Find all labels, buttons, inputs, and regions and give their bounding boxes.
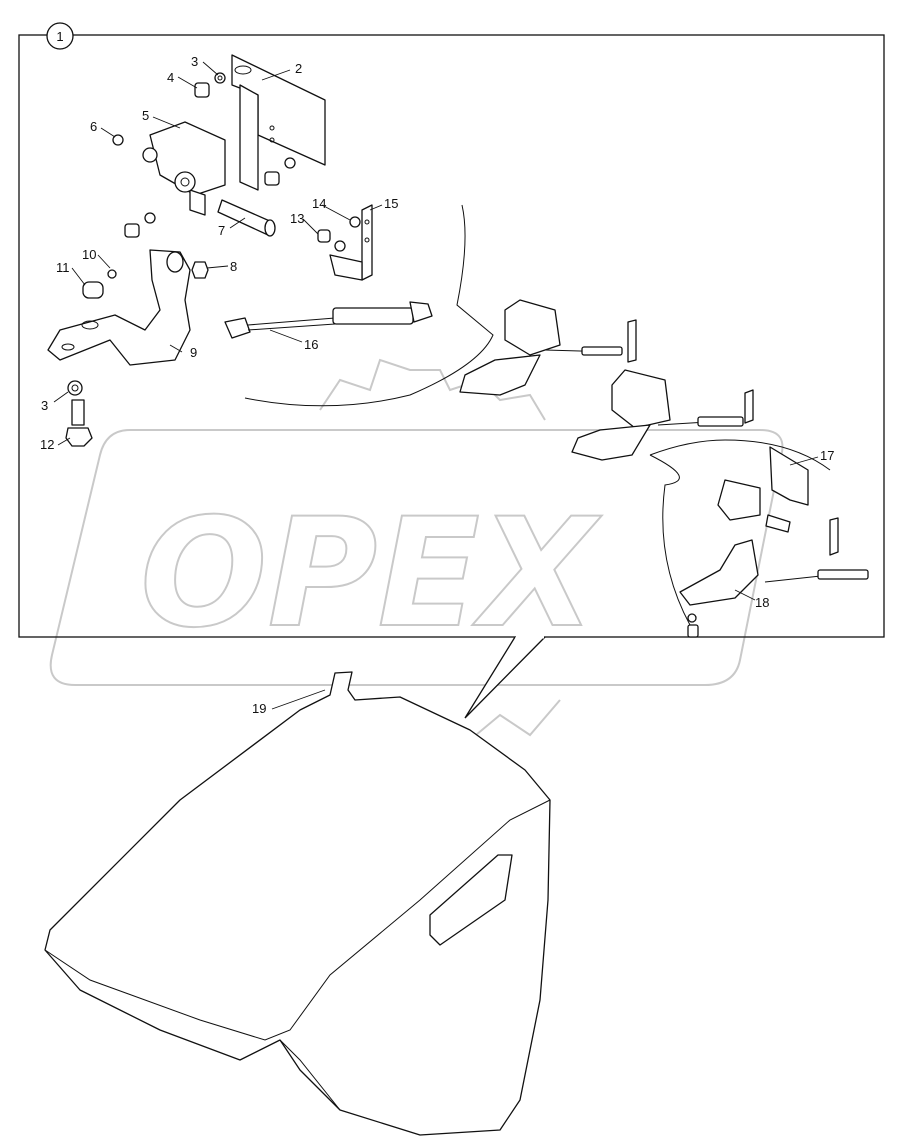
hinge-bracket [142,121,226,216]
callout-2: 2 [295,61,302,76]
hinge-assembly-detail [679,446,869,638]
hinge-arm [47,249,191,366]
callout-13: 13 [290,211,304,226]
detail-bubble-right [649,439,831,626]
callout-5: 5 [142,108,149,123]
group-badge-label: 1 [56,29,63,44]
hood-panel [44,671,551,1136]
callout-19: 19 [252,701,266,716]
group-pointer [464,636,546,719]
callout-12: 12 [40,437,54,452]
callout-14: 14 [312,196,326,211]
callout-3-lower: 3 [41,398,48,413]
strut-bracket [329,204,373,281]
detail-bubble-arc [244,204,494,407]
callout-7: 7 [218,223,225,238]
group-frame [18,34,885,638]
watermark-text: OPEX [140,487,602,661]
hinge-pin [217,199,276,237]
callout-15: 15 [384,196,398,211]
callout-10: 10 [82,247,96,262]
callout-11: 11 [56,260,70,275]
hinge-assembly-left [459,299,637,396]
hinge-plate [231,54,326,191]
callout-3: 3 [191,54,198,69]
callout-leaders [53,61,819,710]
callout-16: 16 [304,337,318,352]
gas-strut [224,301,433,339]
fasteners [65,72,361,447]
callout-18: 18 [755,595,769,610]
group-badge: 1 [46,22,74,50]
callout-8: 8 [230,259,237,274]
callout-17: 17 [820,448,834,463]
callout-labels: 2 3 4 5 6 7 8 9 10 11 12 13 14 15 16 17 … [40,54,834,716]
hinge-assembly-right [571,369,754,461]
callout-6: 6 [90,119,97,134]
callout-9: 9 [190,345,197,360]
callout-4: 4 [167,70,174,85]
opex-watermark: OPEX [49,358,784,747]
